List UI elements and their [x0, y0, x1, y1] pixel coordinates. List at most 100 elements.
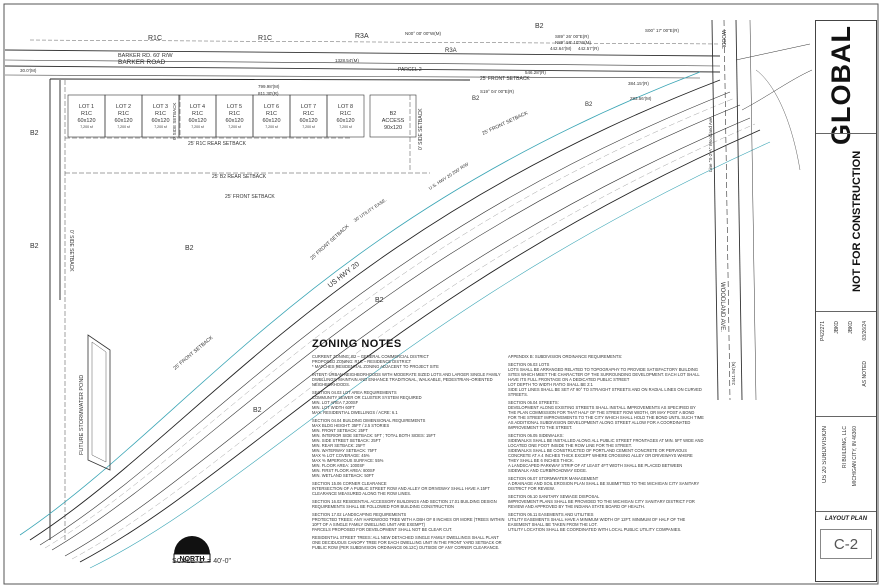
logo-text: GLOBAL [826, 25, 856, 145]
project-name: US 20 SUBDIVISION [822, 426, 828, 484]
access-lot [369, 94, 417, 138]
zone-label: R3A [445, 48, 457, 54]
road-label: PARCEL 2 [398, 67, 422, 73]
road-label: BARKER ROAD [118, 59, 166, 66]
lot-area: 7,200 sf [265, 125, 277, 129]
setback-label: 0' SIDE SETBACK [68, 230, 74, 272]
road-label: WOODL [720, 30, 726, 49]
dim-label: 546.28'(R) [525, 70, 546, 75]
scale-text: AS NOTED [862, 361, 868, 387]
dim-label: N89° 58' 10"W(M) [555, 40, 592, 45]
note-paragraph: SECTION 04.04 BUILDING DIMENSIONAL REQUI… [312, 418, 436, 478]
lot-boundary [326, 94, 365, 138]
dim-label: 283.56'(M) [630, 96, 652, 101]
setback-label: 25' FRONT SETBACK [172, 335, 214, 372]
zoning-notes-title: ZONING NOTES [312, 338, 402, 350]
sheet-title: LAYOUT PLAN [824, 516, 868, 522]
dim-label: S19° 04' 00"E(R) [480, 89, 515, 94]
lot-area: 7,200 sf [117, 125, 129, 129]
zone-label: B2 [185, 245, 194, 252]
north-label: NORTH [180, 556, 205, 563]
dim-label: 811.30'(R) [258, 91, 279, 96]
lot-size: 60x120 [262, 118, 280, 124]
note-paragraph: RESIDENTIAL STREET TREES: ALL NEW DETACH… [312, 535, 503, 550]
lot-area: 7,200 sf [154, 125, 166, 129]
lot-zone: R1C [229, 111, 240, 117]
date: 03/26/24 [862, 321, 868, 341]
note-paragraph: SECTION 15.06 CORNER CLEARANCE INTERSECT… [312, 481, 490, 496]
setback-label: 25' B2 REAR SETBACK [212, 174, 267, 180]
note-paragraph: SECTION 06.10 SANITARY SEWAGE DISPOSAL I… [508, 494, 695, 509]
access-zone: B2 [390, 111, 397, 117]
lot-zone: R1C [118, 111, 129, 117]
note-paragraph: INTENT: URBAN NEIGHBORHOODS WITH MODERAT… [312, 372, 502, 387]
road-label: FUTURE STORMWATER POND [79, 375, 85, 455]
dim-label: 442.57'(R) [578, 46, 599, 51]
project-location: MICHIGAN CITY, IN 46360 [852, 426, 858, 487]
zone-label: B2 [585, 102, 593, 108]
road-label: Line "S-2-A" Woodland Ave [708, 117, 713, 172]
zoning-notes-right: APPENDIX B: SUBDIVISION ORDINANCE REQUIR… [508, 354, 704, 535]
lot-size: 60x120 [188, 118, 206, 124]
lot-size: 60x120 [114, 118, 132, 124]
note-paragraph: APPENDIX B: SUBDIVISION ORDINANCE REQUIR… [508, 354, 623, 359]
setback-label: 25' FRONT SETBACK [309, 223, 350, 261]
dim-label: S89° 26' 00"E(R) [555, 34, 590, 39]
setback-label: 25' FRONT SETBACK [225, 194, 275, 200]
lot-zone: R1C [266, 111, 277, 117]
lot-zone: R1C [192, 111, 203, 117]
dim-label: 30.0'(M) [20, 68, 37, 73]
note-paragraph: SECTION 06.04 STREETS: DEVELOPMENT ALONG… [508, 400, 704, 430]
road-label: WOODLAND AVE. [719, 282, 725, 332]
woodland-ave [711, 19, 813, 401]
site-boundary [49, 78, 471, 540]
lot-area: 7,200 sf [228, 125, 240, 129]
setback-lines [64, 80, 430, 540]
lot-name: LOT 8 [338, 104, 353, 110]
lot-size: 60x120 [151, 118, 169, 124]
lot-zone: R1C [155, 111, 166, 117]
not-for-construction: NOT FOR CONSTRUCTION [851, 150, 863, 292]
zoning-notes-left: CURRENT ZONING: B2 – GENERAL COMMERCIAL … [312, 354, 508, 553]
barker-road [4, 39, 721, 79]
scale-label: SCALE: 1" = 40'-0" [172, 558, 232, 565]
dim-label: 1328.54'(M) [335, 58, 359, 63]
note-paragraph: CURRENT ZONING: B2 – GENERAL COMMERCIAL … [312, 354, 439, 369]
zone-label: B2 [30, 243, 39, 250]
note-paragraph: SECTION 17.02 LANDSCAPING REQUIREMENTS P… [312, 512, 505, 532]
setback-label: 30' UTILITY EASE. [353, 197, 388, 223]
lot-area: 7,200 sf [339, 125, 351, 129]
checked-by: JBKD [848, 321, 854, 334]
title-block: GLOBAL NOT FOR CONSTRUCTION P422271 JBKD… [815, 20, 877, 582]
job-number: P422271 [820, 321, 826, 342]
lot-zone: R1C [81, 111, 92, 117]
client-name: RI BUILDING, LLC [842, 426, 848, 468]
global-logo: GLOBAL [820, 25, 874, 145]
note-paragraph: SECTION 06.03 LOTS LOTS SHALL BE ARRANGE… [508, 362, 702, 397]
lot-name: LOT 5 [227, 104, 242, 110]
access-size: 90x120 [384, 125, 402, 131]
lot-area: 7,200 sf [302, 125, 314, 129]
lot-zone: R1C [303, 111, 314, 117]
lot-name: LOT 1 [79, 104, 94, 110]
zone-label: B2 [375, 297, 384, 304]
lot-area: 7,200 sf [191, 125, 203, 129]
north-arrow-icon: NORTH [173, 536, 211, 563]
dim-label: 384.15'(R) [628, 81, 649, 86]
road-label: BARKER RD. 60' R/W [118, 53, 173, 59]
zoning-notes: ZONING NOTES CURRENT ZONING: B2 – GENERA… [312, 338, 712, 578]
dim-label: 2441.94'(R) [731, 361, 736, 385]
zone-label: B2 [253, 407, 262, 414]
lot-size: 60x120 [299, 118, 317, 124]
note-paragraph: SECTION 06.07 STORMWATER MANAGEMENT A DR… [508, 476, 700, 491]
dim-label: S00° 17' 00"E(R) [645, 28, 680, 33]
zone-label: R1C [258, 35, 272, 42]
zone-label: B2 [472, 96, 480, 102]
zone-label: R3A [355, 33, 369, 40]
lot-size: 60x120 [77, 118, 95, 124]
zone-label: B2 [30, 130, 39, 137]
lot-name: LOT 3 [153, 104, 168, 110]
note-paragraph: SECTION 06.05 SIDEWALKS: SIDEWALKS SHALL… [508, 433, 704, 473]
